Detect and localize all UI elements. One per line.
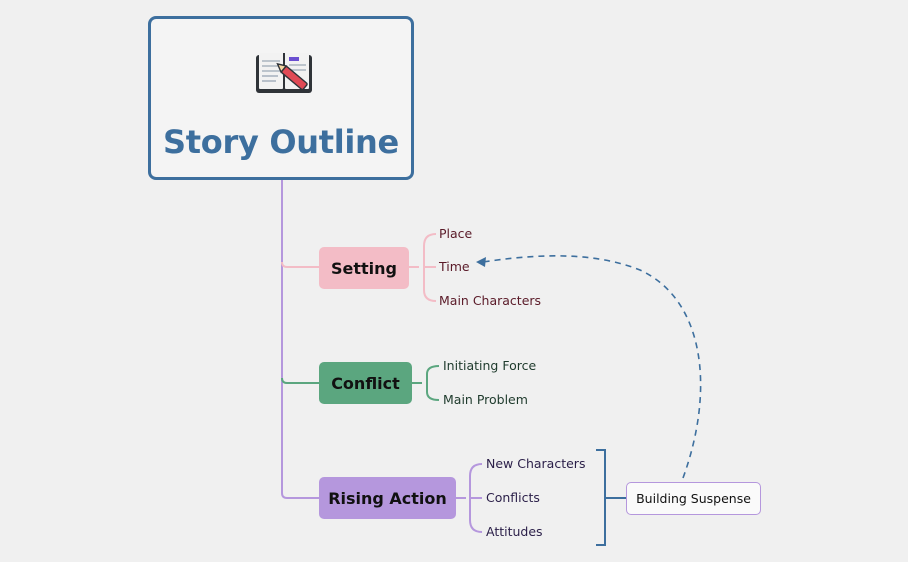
subtopic-initiating-force[interactable]: Initiating Force (443, 358, 537, 373)
subtopic-attitudes[interactable]: Attitudes (486, 524, 543, 539)
topic-setting[interactable]: Setting (319, 247, 409, 289)
open-book-pencil-icon (256, 53, 312, 93)
topic-rising-action[interactable]: Rising Action (319, 477, 456, 519)
trunk-line (281, 180, 319, 499)
topic-conflict[interactable]: Conflict (319, 362, 412, 404)
subtopic-time[interactable]: Time (439, 259, 470, 274)
connector-conflict (281, 377, 319, 384)
subtopic-new-characters[interactable]: New Characters (486, 456, 586, 471)
page-title: Story Outline (163, 123, 399, 161)
conflict-bracket (412, 365, 440, 401)
subtopic-place[interactable]: Place (439, 226, 473, 241)
setting-bracket (409, 233, 437, 302)
summary-bracket (596, 449, 626, 546)
central-topic[interactable]: Story Outline (148, 16, 414, 180)
subtopic-main-characters[interactable]: Main Characters (439, 293, 542, 308)
arrow-head (476, 257, 486, 267)
subtopic-main-problem[interactable]: Main Problem (443, 392, 528, 407)
rising-bracket (456, 463, 483, 533)
subtopic-conflicts[interactable]: Conflicts (486, 490, 540, 505)
summary-building-suspense[interactable]: Building Suspense (626, 482, 761, 515)
connector-setting (281, 261, 319, 268)
